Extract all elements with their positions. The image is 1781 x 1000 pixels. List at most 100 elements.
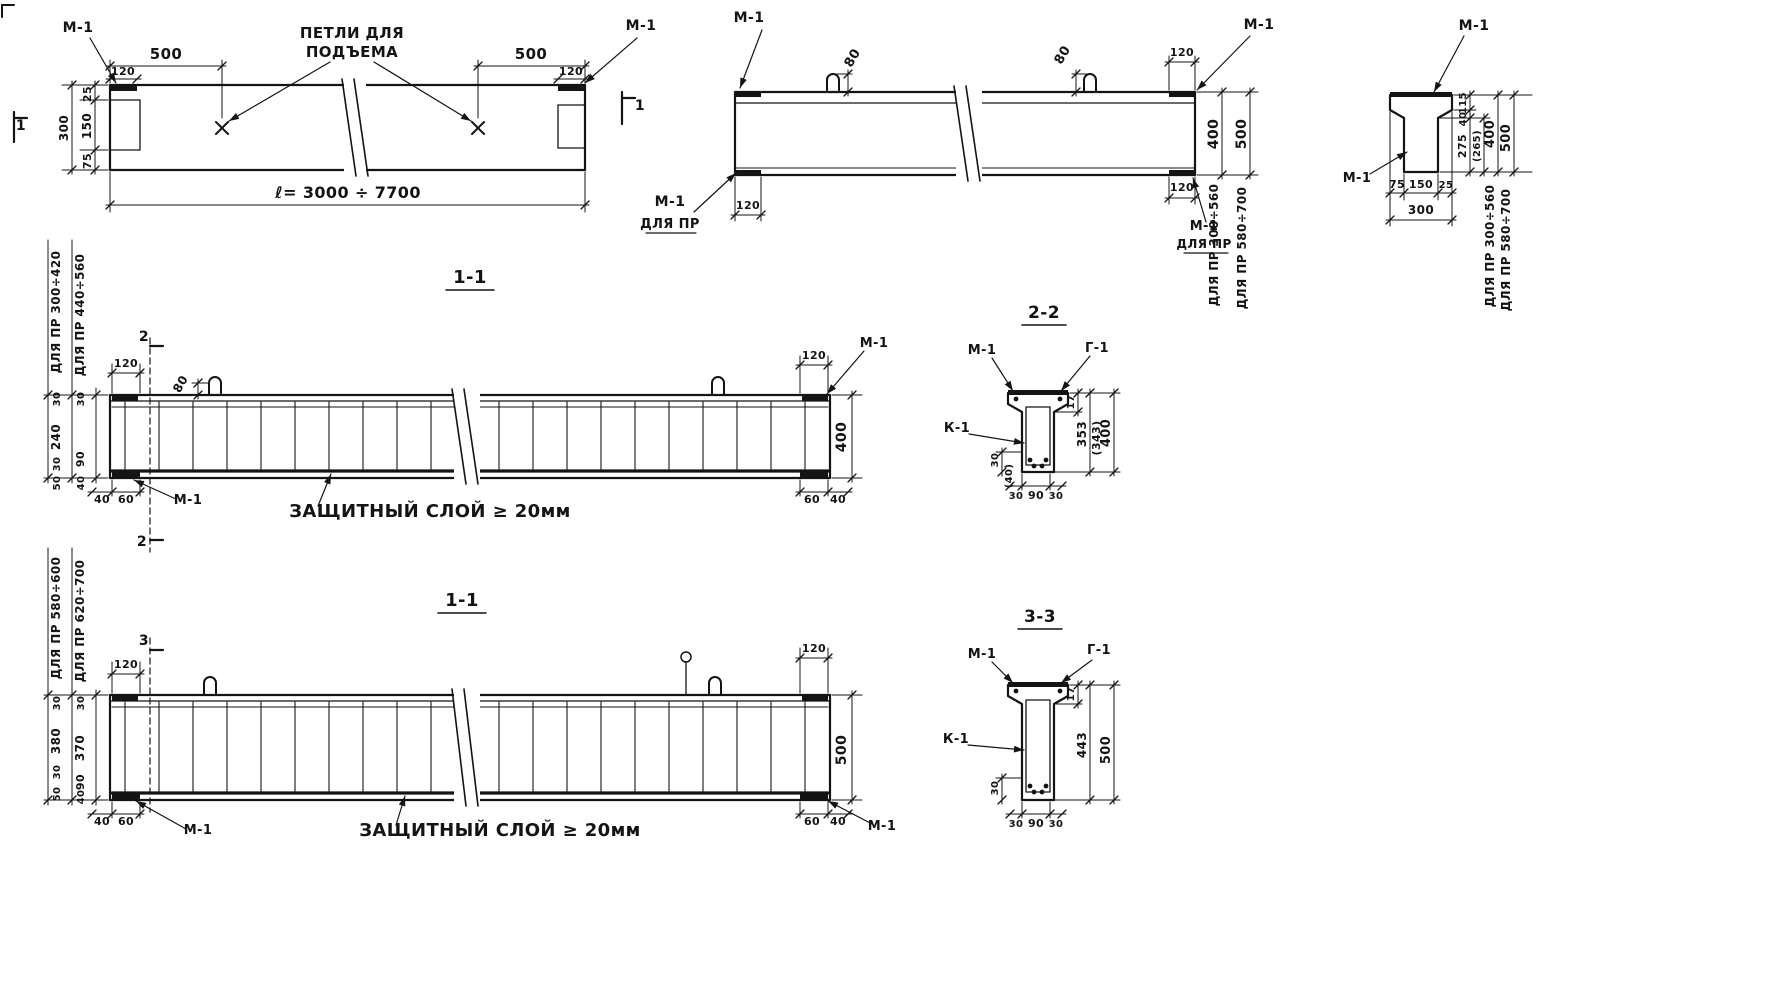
v2-dim-80-right: 80 [1052,43,1074,67]
v1-dim-75: 75 [81,153,94,169]
v6-cover-note: ЗАЩИТНЫЙ СЛОЙ ≥ 20мм [359,819,641,841]
v1-section-marker-1-right: 1 [635,98,645,114]
v4-dim-30-mid: 30 [52,457,63,472]
v3-dim-400: 400 [1483,120,1498,148]
view-section-1-1-upper [43,239,865,553]
sheet-corner-mark [1,4,15,18]
v4-dim-80: 80 [170,373,191,395]
v3-dim-75: 75 [1389,178,1405,191]
v5-dim-30-left: 30 [990,453,1001,468]
v4-cover-note: ЗАЩИТНЫЙ СЛОЙ ≥ 20мм [289,500,571,522]
v3-dim-115: 115 [1458,92,1469,114]
v6-m1-bottom-right-label: М-1 [868,819,897,834]
v5-g1-label: Г-1 [1085,341,1109,356]
v4-dim-30-top-2: 30 [76,392,87,407]
v4-dim-240: 240 [49,424,63,450]
v5-dim-353: 353 [1075,421,1089,447]
v1-dim-300: 300 [57,115,71,141]
v6-dim-90: 90 [74,774,87,790]
view-section-2-2 [968,324,1121,491]
v7-dim-30-bottom-right: 30 [1049,819,1064,830]
view-beam-cross-section [1369,35,1533,227]
v4-range-300-420: ДЛЯ ПР 300÷420 [49,251,63,374]
v3-dim-275: 275 [1456,134,1469,158]
view-beam-plan [12,37,638,213]
v1-dim-25: 25 [81,86,94,102]
v4-dim-40-bottom-left: 40 [94,493,110,506]
v3-dim-150: 150 [1409,178,1433,191]
v3-dim-265: (265) [1472,130,1483,162]
v4-m1-top-right-label: М-1 [860,336,889,351]
v3-m1-top-label: М-1 [1459,18,1490,34]
v2-range-580-700: ДЛЯ ПР 580÷700 [1235,187,1249,310]
v6-range-620-700: ДЛЯ ПР 620÷700 [73,560,87,683]
v5-dim-400: 400 [1099,419,1114,447]
v5-dim-17: 17 [1066,395,1077,410]
v4-dim-120-top-right: 120 [802,349,826,362]
v3-dim-300: 300 [1408,203,1434,217]
v5-dim-90-bottom: 90 [1028,489,1044,502]
v5-dim-30-bottom-right: 30 [1049,491,1064,502]
v4-dim-60-bottom-left: 60 [118,493,134,506]
v1-dim-length: ℓ= 3000 ÷ 7700 [274,183,421,202]
v7-dim-17: 17 [1066,687,1077,702]
v7-g1-label: Г-1 [1087,643,1111,658]
v2-m1-bottom-left-label: М-1 [655,194,686,210]
v4-section-marker-2-top: 2 [139,329,149,345]
v1-lifting-loops-line2: ПОДЪЕМА [306,43,398,61]
v3-range-300-560: ДЛЯ ПР 300÷560 [1483,185,1497,308]
v6-dim-120-top-left: 120 [114,658,138,671]
v1-dim-500-left: 500 [150,45,183,63]
v2-dim-500: 500 [1234,119,1250,149]
v7-dim-90-bottom: 90 [1028,817,1044,830]
v6-dim-50: 50 [52,787,63,802]
v5-dim-30-bottom-left: 30 [1009,491,1024,502]
v7-dim-443: 443 [1075,732,1089,758]
v1-dim-150: 150 [80,113,94,139]
v5-dim-40-paren: (40) [1004,464,1015,489]
v6-title: 1-1 [445,590,479,611]
v6-dim-370: 370 [73,735,87,761]
v5-m1-label: М-1 [968,343,997,358]
v1-m1-right-label: М-1 [626,18,657,34]
v5-k1-label: К-1 [944,421,970,436]
v6-dim-380: 380 [49,728,63,754]
v3-dim-25: 25 [1439,180,1454,191]
v1-lifting-loops-line1: ПЕТЛИ ДЛЯ [300,24,404,42]
v7-dim-30-left: 30 [990,781,1001,796]
v3-range-580-700: ДЛЯ ПР 580÷700 [1499,189,1513,312]
v5-dim-343: (343) [1090,420,1103,455]
v2-m1-top-left-label: М-1 [734,10,765,26]
v3-dim-500: 500 [1499,124,1514,152]
v6-dim-120-top-right: 120 [802,642,826,655]
v4-title: 1-1 [453,267,487,288]
v3-dim-40: 40 [1458,112,1469,127]
v6-section-marker-3-top: 3 [139,633,149,649]
v4-dim-120-top-left: 120 [114,357,138,370]
v7-k1-label: К-1 [943,732,969,747]
v1-m1-left-label: М-1 [63,20,94,36]
v2-m1-bottom-right-sub: ДЛЯ ПР [1176,237,1231,251]
v2-dim-80-left: 80 [842,46,864,70]
view-section-3-3 [967,628,1121,819]
v6-dim-30-mid: 30 [52,765,63,780]
v2-dim-120-top-right: 120 [1170,46,1194,59]
v4-dim-30-top-1: 30 [52,392,63,407]
v2-dim-120-bottom-right: 120 [1170,181,1194,194]
v4-dim-40-left: 40 [76,476,87,491]
v7-m1-label: М-1 [968,647,997,662]
v6-dim-40-left: 40 [76,790,87,805]
v2-m1-top-right-label: М-1 [1244,17,1275,33]
v1-dim-120-left: 120 [111,65,135,78]
v4-range-440-560: ДЛЯ ПР 440÷560 [73,254,87,377]
v7-dim-30-bottom-left: 30 [1009,819,1024,830]
v1-dim-120-right: 120 [559,65,583,78]
v2-m1-bottom-left-sub: ДЛЯ ПР [640,217,700,232]
v6-dim-40-bottom-right: 40 [830,815,846,828]
v6-dim-30-top-2: 30 [76,696,87,711]
v4-section-marker-2-bottom: 2 [137,534,147,550]
v2-dim-400: 400 [1206,119,1222,149]
